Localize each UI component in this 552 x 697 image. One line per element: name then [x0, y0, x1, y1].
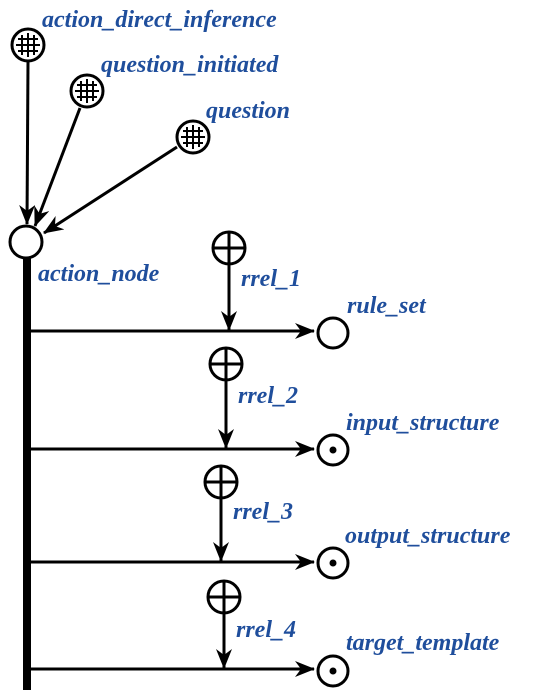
relation-node-1: rrel_1 — [211, 230, 301, 292]
target-label: output_structure — [345, 523, 511, 549]
grid-circle-icon — [10, 27, 46, 63]
plus-circle-icon — [206, 579, 242, 615]
dot-circle-icon — [316, 654, 350, 688]
class-node-label: action_direct_inference — [42, 7, 277, 33]
relation-node-4: rrel_4 — [206, 579, 296, 643]
relation-node-3: rrel_3 — [203, 464, 293, 525]
relation-label: rrel_2 — [238, 383, 298, 409]
relation-label: rrel_3 — [233, 499, 293, 525]
relation-label: rrel_1 — [241, 266, 301, 292]
relation-node-2: rrel_2 — [208, 346, 298, 409]
target-label: rule_set — [347, 293, 427, 319]
class-node-action-direct-inference: action_direct_inference — [10, 7, 277, 63]
dot-circle-icon — [316, 546, 350, 580]
class-node-question-initiated: question_initiated — [69, 52, 279, 109]
action-node-label: action_node — [38, 261, 160, 287]
dot-circle-icon — [316, 433, 350, 467]
class-node-label: question_initiated — [101, 52, 279, 78]
plus-circle-icon — [203, 464, 239, 500]
empty-circle-icon — [8, 224, 44, 260]
grid-circle-icon — [69, 73, 105, 109]
target-node-rule-set: rule_set — [316, 293, 427, 350]
action-node: action_node — [8, 224, 160, 287]
class-node-label: question — [206, 98, 290, 124]
target-label: input_structure — [346, 410, 500, 436]
target-label: target_template — [346, 630, 500, 656]
target-node-output-structure: output_structure — [316, 523, 511, 580]
class-arrow-1 — [19, 61, 36, 225]
grid-circle-icon — [175, 119, 211, 155]
target-node-input-structure: input_structure — [316, 410, 500, 467]
target-node-target-template: target_template — [316, 630, 500, 688]
class-arrow-2 — [33, 107, 82, 227]
class-node-question: question — [175, 98, 290, 155]
plus-circle-icon — [208, 346, 244, 382]
class-arrow-3 — [43, 145, 178, 235]
relation-label: rrel_4 — [236, 617, 296, 643]
empty-circle-icon — [316, 316, 350, 350]
plus-circle-icon — [211, 230, 247, 266]
